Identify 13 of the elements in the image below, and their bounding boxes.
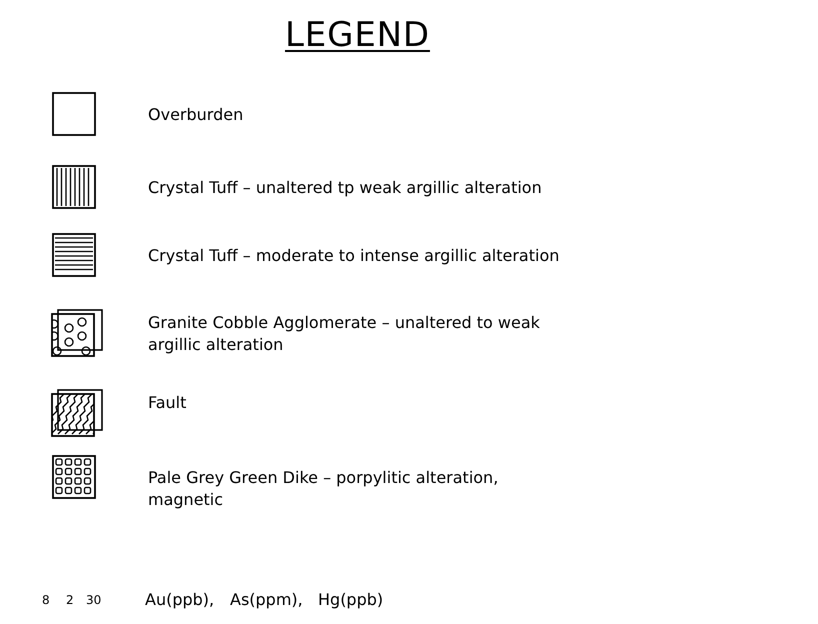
legend-title: LEGEND — [285, 18, 430, 52]
legend-entry-text: Pale Grey Green Dike – porpylitic alteration, magnetic — [148, 467, 500, 511]
legend-entry-text: Fault — [148, 392, 188, 414]
note-label: Au(ppb), — [145, 589, 214, 611]
note-label: As(ppm), — [230, 589, 303, 611]
legend-entry-text: Overburden — [148, 104, 244, 126]
note-label: Hg(ppb) — [318, 589, 384, 611]
legend-entry-text: Crystal Tuff – unaltered tp weak argillic alteration — [148, 177, 543, 199]
legend-entry-text: Crystal Tuff – moderate to intense argillic alteration — [148, 245, 560, 267]
note-label: 8 — [42, 592, 50, 609]
note-label: 2 — [66, 592, 74, 609]
legend-entry-text: Granite Cobble Agglomerate – unaltered to weak argillic alteration — [148, 312, 541, 356]
note-label: 30 — [86, 592, 102, 609]
